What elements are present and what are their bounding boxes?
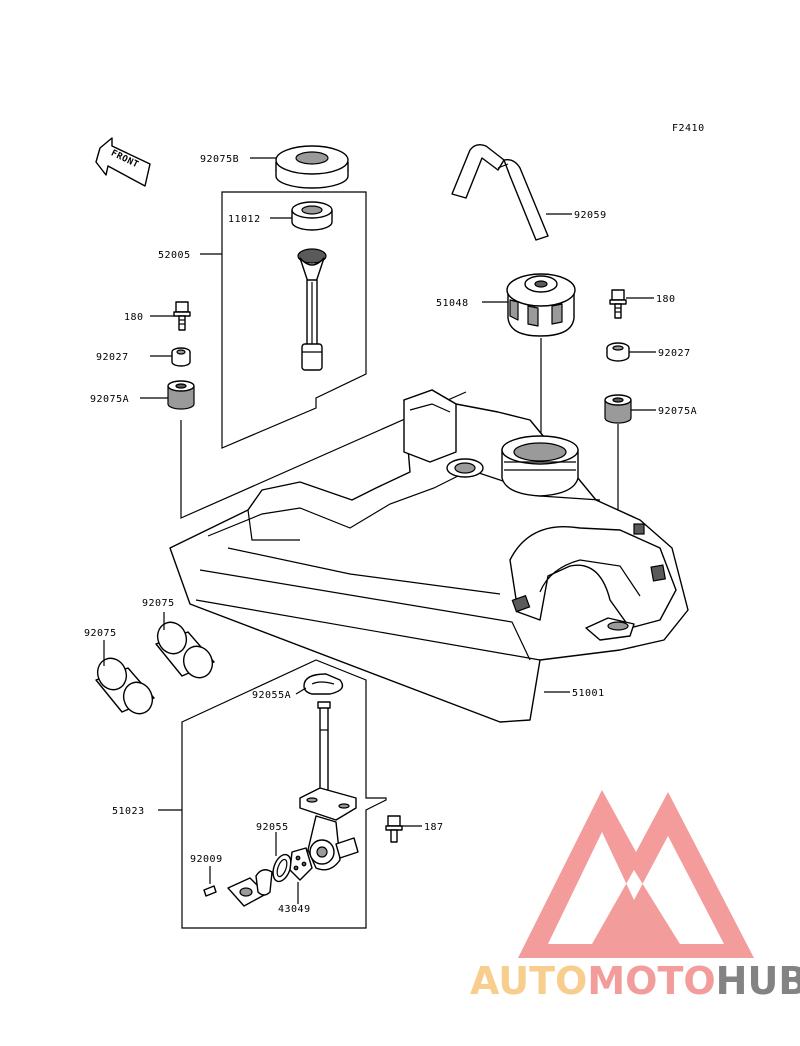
label-92075b: 92075B xyxy=(200,154,239,165)
automotohub-logo-icon xyxy=(518,790,754,958)
oring-92055a xyxy=(303,673,344,695)
fuel-cock-group-frame xyxy=(181,659,387,929)
lever-43049 xyxy=(289,847,313,881)
fuel-level-sender xyxy=(297,248,327,371)
label-51048: 51048 xyxy=(436,298,469,309)
grommet-92075a-right xyxy=(604,394,632,424)
label-180-left: 180 xyxy=(124,312,144,323)
label-51001: 51001 xyxy=(572,688,605,699)
grommet-92075b xyxy=(275,145,349,189)
front-arrow-icon: FRONT xyxy=(95,137,151,187)
label-92009: 92009 xyxy=(190,854,223,865)
automotohub-watermark: AUTOMOTOHUB xyxy=(470,790,800,1003)
label-92027-right: 92027 xyxy=(658,348,691,359)
label-92055a: 92055A xyxy=(252,690,291,701)
label-92027-left: 92027 xyxy=(96,352,129,363)
svg-text:AUTOMOTOHUB: AUTOMOTOHUB xyxy=(470,959,800,1003)
plate-and-screw-92009 xyxy=(203,869,273,907)
label-51023: 51023 xyxy=(112,806,145,817)
figure-code: F2410 xyxy=(672,123,705,134)
label-180-right: 180 xyxy=(656,294,676,305)
bolt-180-right xyxy=(609,289,627,319)
sender-group-frame xyxy=(221,191,367,449)
watermark-hub: HUB xyxy=(716,959,800,1003)
label-92075-upper: 92075 xyxy=(142,598,175,609)
watermark-moto: MOTO xyxy=(587,959,715,1003)
gasket-11012 xyxy=(291,201,333,231)
watermark-auto: AUTO xyxy=(470,959,587,1003)
collar-92027-left xyxy=(171,347,191,367)
bolt-187 xyxy=(385,815,403,843)
label-92075a-right: 92075A xyxy=(658,406,697,417)
collar-92027-right xyxy=(606,342,630,362)
label-92055: 92055 xyxy=(256,822,289,833)
damper-92075-upper xyxy=(155,621,215,679)
label-92075-lower: 92075 xyxy=(84,628,117,639)
bolt-180-left xyxy=(173,301,191,331)
label-92059: 92059 xyxy=(574,210,607,221)
damper-92075-lower xyxy=(95,657,155,715)
grommet-92075a-left xyxy=(167,380,195,410)
label-52005: 52005 xyxy=(158,250,191,261)
label-187: 187 xyxy=(424,822,444,833)
label-43049: 43049 xyxy=(278,904,311,915)
fuel-cock xyxy=(299,701,359,871)
breather-hose-92059 xyxy=(451,143,549,241)
label-92075a-left: 92075A xyxy=(90,394,129,405)
oring-92055 xyxy=(272,853,292,883)
label-11012: 11012 xyxy=(228,214,261,225)
fuel-tank-51001 xyxy=(169,389,689,723)
fuel-cap-51048 xyxy=(506,273,576,337)
